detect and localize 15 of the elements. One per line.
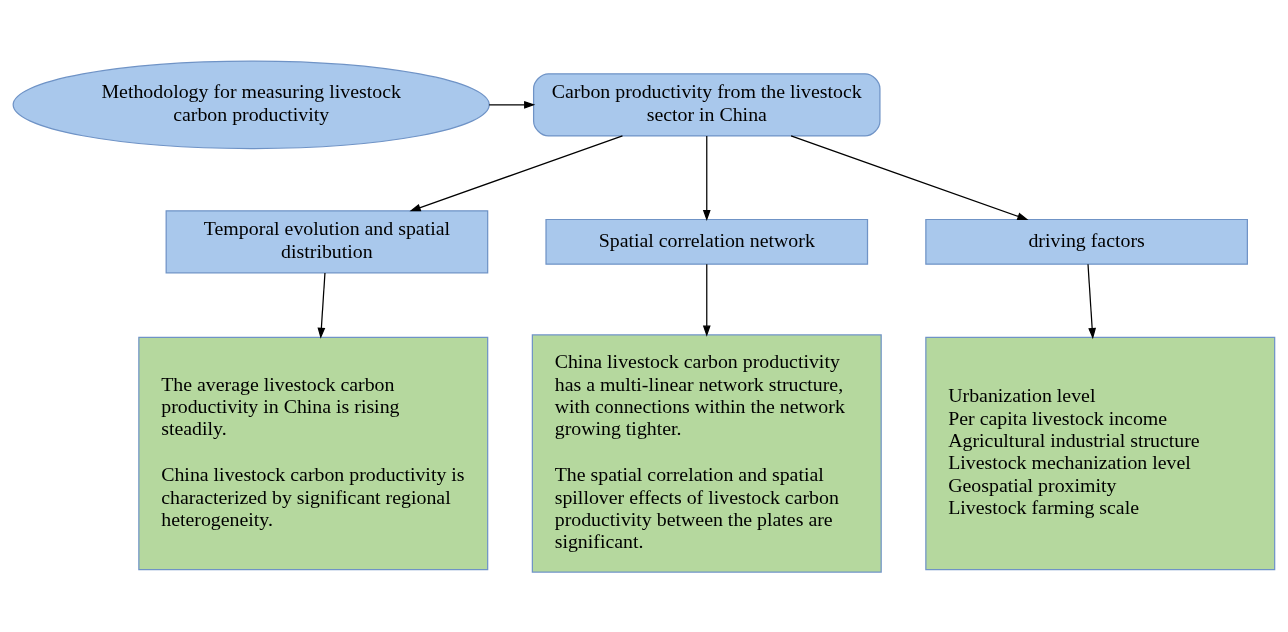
arrow	[317, 271, 326, 339]
node-box: Carbon productivity from the livestock sector in China	[533, 72, 881, 136]
node-ellipse: Methodology for measuring livestock carbon productivity	[12, 60, 490, 149]
arrow	[488, 100, 536, 109]
arrow	[702, 134, 711, 221]
arrow	[409, 134, 624, 211]
node-box: Urbanization level Per capita livestock income Agricultural industrial structure Livestock mechanization level Geospatial proximity Livestock farming scale	[925, 336, 1276, 570]
arrow	[790, 134, 1029, 220]
node-box: China livestock carbon productivity has a multi-linear network structure, with connections within the network growing tighter. The spatial correlation and spatial spillover effects of livestock carbon productivity between the plates are significant.	[531, 333, 882, 573]
arrow	[702, 263, 711, 337]
node-box: driving factors	[925, 218, 1248, 265]
node-box: Spatial correlation network	[545, 218, 869, 265]
node-box: The average livestock carbon productivity in China is rising steadily. China livestock carbon productivity is characterized by significant regional heterogeneity.	[138, 336, 489, 570]
arrow	[1087, 263, 1097, 339]
node-box: Temporal evolution and spatial distribution	[165, 209, 489, 273]
